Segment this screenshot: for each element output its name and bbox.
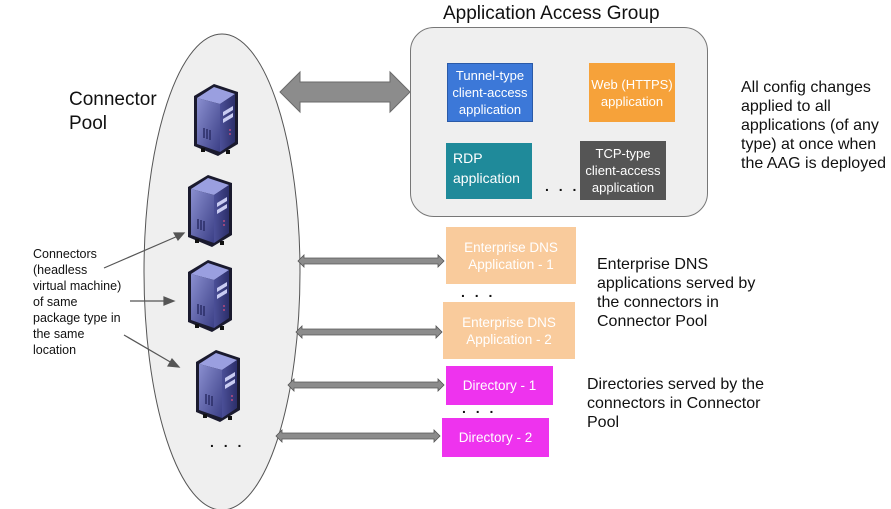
- dns-ellipsis: . . .: [461, 284, 496, 300]
- server-icon: [195, 349, 241, 423]
- server-icon: [187, 174, 233, 248]
- aag-double-arrow: [279, 70, 411, 114]
- aag-title: Application Access Group: [443, 3, 660, 24]
- tcp-app-label: TCP-type client-access application: [585, 146, 661, 195]
- directory-2-arrow: [275, 429, 441, 443]
- web-app-box[interactable]: Web (HTTPS) application: [589, 63, 675, 122]
- dns-app-2-box[interactable]: Enterprise DNS Application - 2: [443, 302, 575, 359]
- directory-2-label: Directory - 2: [458, 430, 533, 445]
- directory-ellipsis: . . .: [462, 400, 497, 416]
- directory-2-box[interactable]: Directory - 2: [442, 418, 549, 457]
- dns-app-1-label: Enterprise DNS Application - 1: [464, 239, 558, 272]
- tunnel-app-box[interactable]: Tunnel-type client-access application: [447, 63, 533, 122]
- callout-arrowhead: [167, 357, 181, 368]
- directory-1-arrow: [287, 378, 445, 392]
- dns-2-arrow: [295, 325, 443, 339]
- tunnel-app-label: Tunnel-type client-access application: [452, 68, 528, 117]
- directories-note: Directories served by the connectors in …: [587, 376, 764, 431]
- callout-arrowhead: [163, 296, 176, 306]
- dns-note: Enterprise DNS applications served by th…: [597, 256, 756, 330]
- dns-app-1-box[interactable]: Enterprise DNS Application - 1: [446, 227, 576, 284]
- connector-pool-title: Connector Pool: [69, 89, 157, 134]
- directory-1-box[interactable]: Directory - 1: [446, 366, 553, 405]
- server-icon: [187, 259, 233, 333]
- callout-arrow: [103, 235, 179, 269]
- callout-arrow: [123, 334, 173, 364]
- pool-ellipsis: . . .: [210, 434, 245, 450]
- directory-1-label: Directory - 1: [462, 378, 537, 393]
- dns-app-2-label: Enterprise DNS Application - 2: [462, 314, 556, 347]
- rdp-app-label: RDP application: [453, 150, 520, 186]
- aag-ellipsis: . . .: [545, 178, 580, 194]
- rdp-app-box[interactable]: RDP application: [446, 143, 532, 199]
- tcp-app-box[interactable]: TCP-type client-access application: [580, 141, 666, 200]
- aag-note: All config changes applied to all applic…: [741, 79, 886, 172]
- server-icon: [193, 83, 239, 157]
- connectors-note: Connectors (headless virtual machine) of…: [33, 247, 122, 357]
- callout-arrowhead: [172, 232, 186, 242]
- dns-1-arrow: [297, 254, 445, 268]
- web-app-label: Web (HTTPS) application: [591, 76, 673, 109]
